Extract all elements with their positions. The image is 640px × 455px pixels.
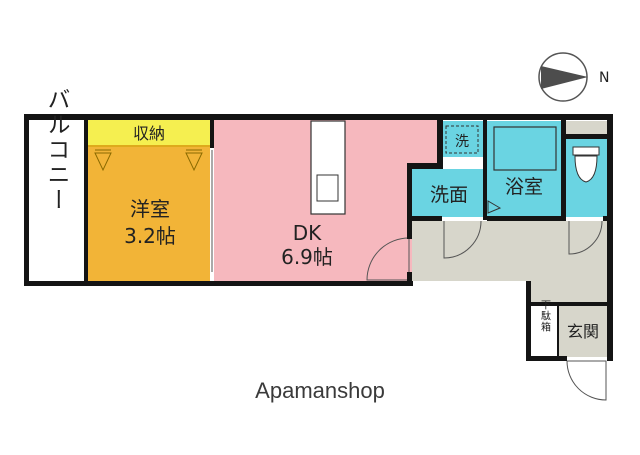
shoe-box-label: 下駄箱 — [539, 300, 551, 333]
storage-label: 収納 — [133, 124, 165, 143]
dk-name: DK — [293, 221, 322, 245]
western-room-name: 洋室 — [130, 197, 170, 221]
bathroom-area — [487, 121, 561, 217]
storage-area — [88, 120, 210, 145]
walls — [24, 114, 613, 361]
toilet-door-swing — [568, 220, 603, 255]
toilet-tank — [572, 146, 600, 156]
entrance-area — [559, 306, 607, 357]
dk-size: 6.9帖 — [281, 245, 333, 269]
balcony-label: バルコニー — [43, 88, 70, 213]
shoe-box-area — [531, 306, 557, 357]
bath-door-triangle — [487, 200, 502, 214]
kitchen-sink — [316, 174, 339, 202]
toilet-bowl — [574, 155, 598, 183]
entrance-door-swing — [566, 360, 607, 401]
washroom-label: 洗面 — [430, 184, 468, 206]
western-room-area — [88, 145, 210, 281]
hall-area — [412, 221, 607, 306]
watermark: Apamanshop — [255, 378, 385, 403]
compass-label: N — [599, 70, 609, 86]
washer-space-label: 洗 — [455, 134, 469, 150]
dk-door-swing — [366, 237, 410, 281]
washroom-door-swing — [443, 220, 482, 259]
western-room-size: 3.2帖 — [124, 224, 176, 248]
compass: N — [538, 52, 609, 102]
closet-door-right — [185, 152, 203, 172]
washer-space-box — [445, 125, 479, 154]
washer-space-area — [443, 121, 483, 157]
balcony-area — [28, 119, 84, 283]
bathroom-label: 浴室 — [505, 176, 543, 198]
bathtub — [493, 126, 557, 171]
closet-top-gray — [566, 121, 607, 134]
washroom-area — [412, 169, 483, 217]
compass-arrow-icon — [541, 66, 588, 89]
entrance-label: 玄関 — [567, 322, 599, 341]
closet-door-left — [94, 152, 112, 172]
